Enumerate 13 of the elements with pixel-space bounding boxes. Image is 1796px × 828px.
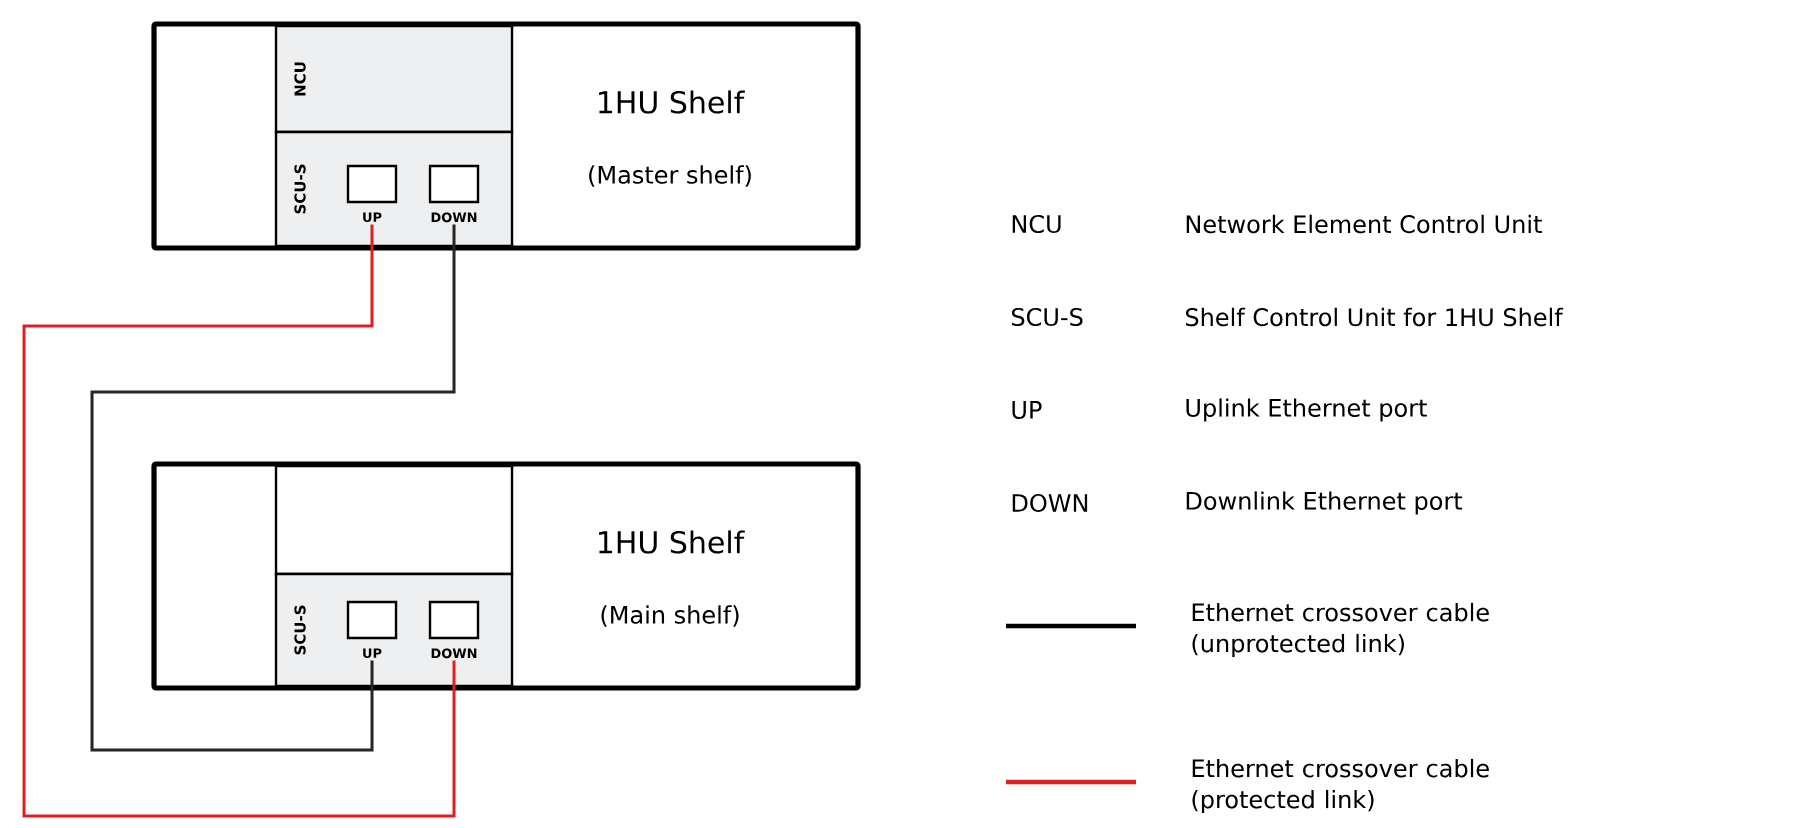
cable (22, 224, 456, 818)
abbreviation: UP (1012, 401, 1042, 419)
legend-text: Ethernet crossover cable (protected link) (1192, 758, 1489, 814)
description: Uplink Ethernet port (1186, 398, 1427, 422)
abbreviation: DOWN (1012, 493, 1088, 513)
description: Shelf Control Unit for 1HU Shelf (1185, 307, 1564, 327)
legend-text: Ethernet crossover cable (unprotected link) (1192, 602, 1489, 658)
abbreviation: NCU (1012, 214, 1061, 234)
abbreviation: SCU-S (1011, 307, 1083, 327)
description: Network Element Control Unit (1186, 214, 1542, 234)
description: Downlink Ethernet port (1186, 491, 1463, 515)
empty-slot (274, 464, 514, 576)
cable (90, 224, 456, 752)
